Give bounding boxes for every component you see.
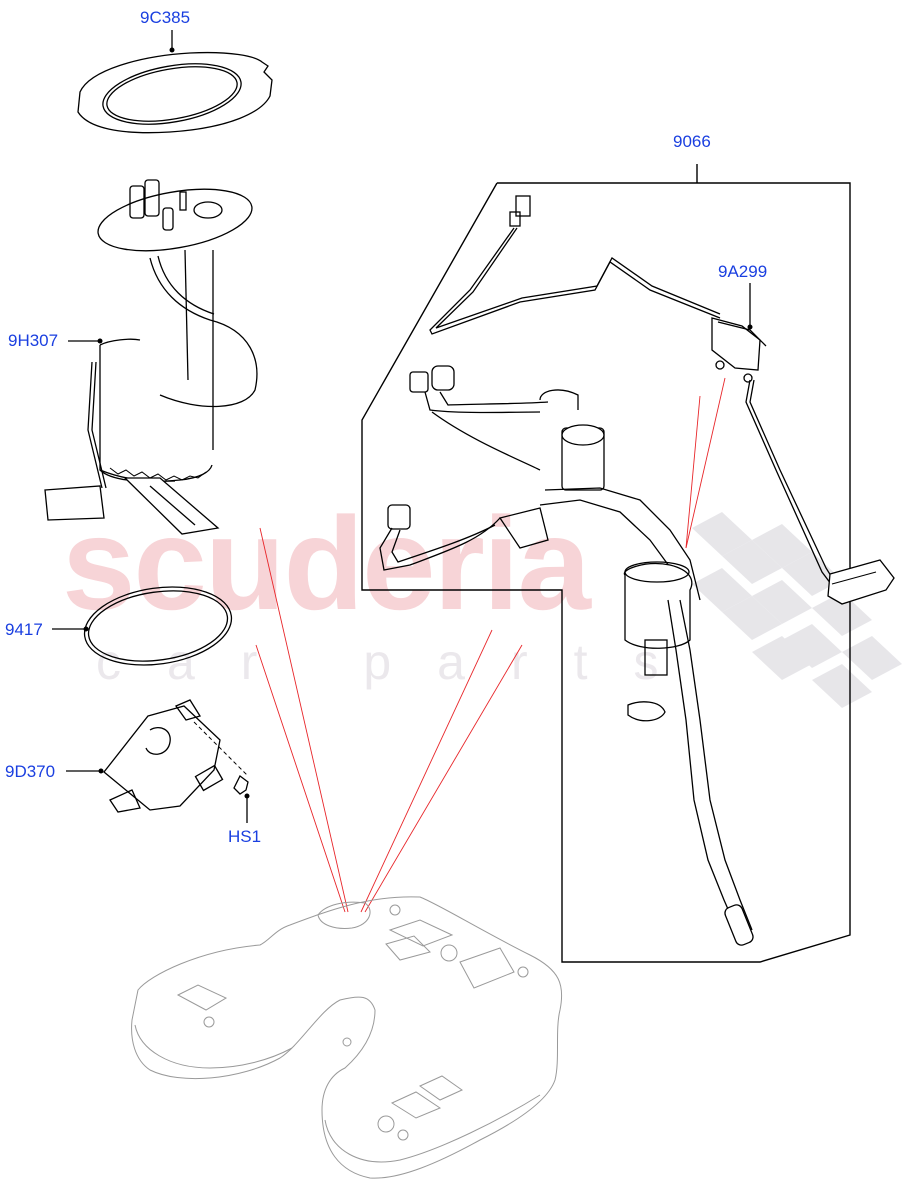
assembly-group-outline <box>361 182 851 963</box>
fuel-tank-drawing <box>131 896 563 1179</box>
seal-ring-drawing <box>83 586 233 666</box>
callout-9H307[interactable]: 9H307 <box>8 331 59 350</box>
locking-ring-drawing <box>77 51 273 134</box>
callout-9417[interactable]: 9417 <box>5 620 43 639</box>
sender-harness-drawing <box>379 195 754 946</box>
callout-9D370[interactable]: 9D370 <box>5 762 56 781</box>
callout-9A299[interactable]: 9A299 <box>718 262 768 281</box>
fuel-pump-module-drawing <box>44 179 258 535</box>
watermark-scuderia: scuderia <box>62 490 591 637</box>
callout-HS1[interactable]: HS1 <box>228 827 262 846</box>
callout-9C385[interactable]: 9C385 <box>140 8 191 27</box>
installation-reference-lines <box>255 377 726 913</box>
level-sensor-drawing <box>711 317 895 605</box>
watermark-car-parts: car parts <box>96 634 705 690</box>
control-module-drawing <box>103 699 249 813</box>
callout-9066[interactable]: 9066 <box>673 132 711 151</box>
